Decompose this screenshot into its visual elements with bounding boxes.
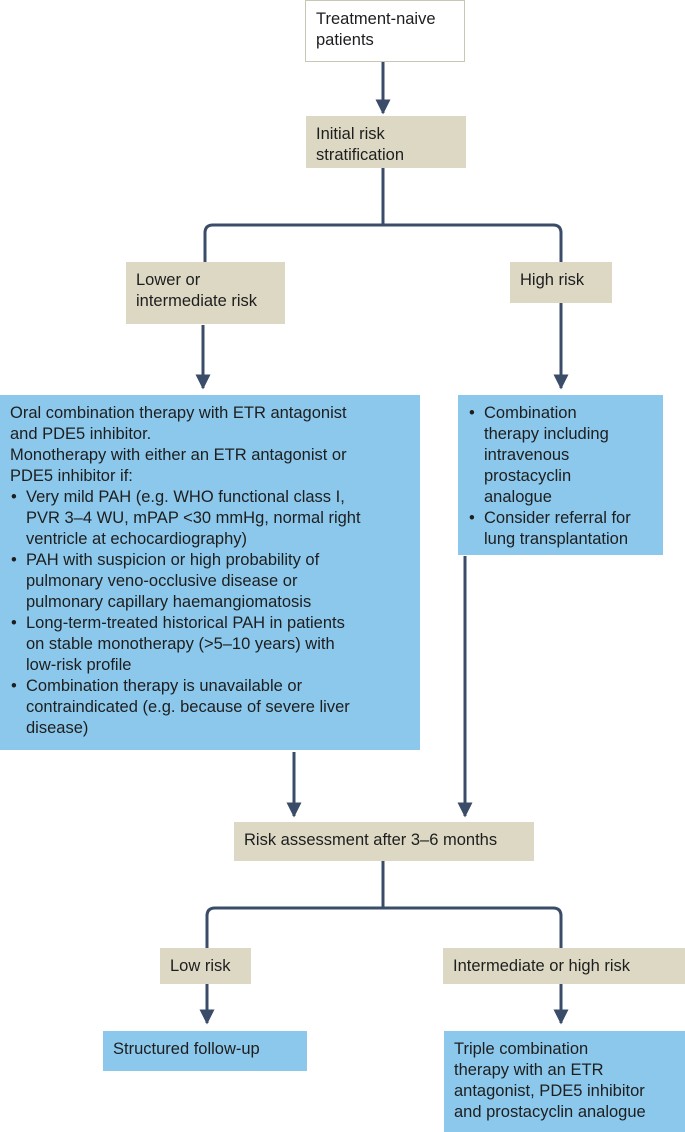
triple-line-3: antagonist, PDE5 inhibitor <box>454 1082 645 1100</box>
lower-bullet-3-line-1: Long-term-treated historical PAH in pati… <box>26 614 345 632</box>
lower-bullet-4-line-3: disease) <box>26 719 89 737</box>
triple-line-2: therapy with an ETR <box>454 1061 604 1079</box>
high-risk-line-1: High risk <box>520 271 585 289</box>
lower-risk-line-2: intermediate risk <box>136 292 258 310</box>
branch-initial-risk <box>203 168 563 262</box>
reassess-node: Risk assessment after 3–6 months <box>234 822 534 861</box>
lower-therapy-bullet-3: Long-term-treated historical PAH in pati… <box>10 613 410 676</box>
low-risk-line-1: Low risk <box>170 957 231 975</box>
lower-therapy-intro-2: and PDE5 inhibitor. <box>10 425 152 443</box>
lower-bullet-1-line-1: Very mild PAH (e.g. WHO functional class… <box>26 488 345 506</box>
high-bullet-1-line-1: Combination <box>484 404 577 422</box>
lower-risk-node: Lower or intermediate risk <box>126 262 285 324</box>
lower-therapy-node: Oral combination therapy with ETR antago… <box>0 395 420 750</box>
lower-therapy-bullet-4: Combination therapy is unavailable or co… <box>10 676 410 739</box>
high-therapy-node: Combination therapy including intravenou… <box>458 395 663 555</box>
int-high-risk-node: Intermediate or high risk <box>443 948 685 984</box>
lower-therapy-bullet-1: Very mild PAH (e.g. WHO functional class… <box>10 487 410 550</box>
triple-node: Triple combination therapy with an ETR a… <box>444 1031 685 1132</box>
lower-risk-line-1: Lower or <box>136 271 201 289</box>
high-bullet-2-line-2: lung transplantation <box>484 530 629 548</box>
low-risk-node: Low risk <box>160 948 251 984</box>
high-bullet-1-line-5: analogue <box>484 488 552 506</box>
lower-bullet-4-line-2: contraindicated (e.g. because of severe … <box>26 698 350 716</box>
initial-risk-node: Initial risk stratification <box>306 116 466 168</box>
triple-line-1: Triple combination <box>454 1040 589 1058</box>
start-line-1: Treatment-naive <box>316 10 436 28</box>
lower-bullet-2-line-2: pulmonary veno-occlusive disease or <box>26 572 298 590</box>
lower-therapy-intro-3: Monotherapy with either an ETR antagonis… <box>10 446 347 464</box>
high-bullet-2-line-1: Consider referral for <box>484 509 631 527</box>
lower-bullet-3-line-3: low-risk profile <box>26 656 132 674</box>
lower-bullet-2-line-1: PAH with suspicion or high probability o… <box>26 551 320 569</box>
high-bullet-1-line-2: therapy including <box>484 425 609 443</box>
high-bullet-1-line-4: prostacyclin <box>484 467 572 485</box>
follow-up-line-1: Structured follow-up <box>113 1040 260 1058</box>
branch-reassess <box>205 860 563 948</box>
high-bullet-1-line-3: intravenous <box>484 446 570 464</box>
int-high-risk-line-1: Intermediate or high risk <box>453 957 630 975</box>
high-therapy-bullet-1: Combination therapy including intravenou… <box>468 403 653 508</box>
lower-bullet-3-line-2: on stable monotherapy (>5–10 years) with <box>26 635 335 653</box>
high-risk-node: High risk <box>510 262 612 303</box>
lower-therapy-intro-4: PDE5 inhibitor if: <box>10 467 133 485</box>
triple-line-4: and prostacyclin analogue <box>454 1103 646 1121</box>
high-therapy-bullets: Combination therapy including intravenou… <box>468 403 653 550</box>
initial-risk-line-1: Initial risk <box>316 125 385 143</box>
lower-therapy-bullets: Very mild PAH (e.g. WHO functional class… <box>10 487 410 739</box>
high-therapy-bullet-2: Consider referral for lung transplantati… <box>468 508 653 550</box>
lower-bullet-4-line-1: Combination therapy is unavailable or <box>26 677 303 695</box>
initial-risk-line-2: stratification <box>316 146 405 164</box>
lower-therapy-bullet-2: PAH with suspicion or high probability o… <box>10 550 410 613</box>
follow-up-node: Structured follow-up <box>103 1031 307 1071</box>
lower-therapy-intro-1: Oral combination therapy with ETR antago… <box>10 404 347 422</box>
start-node: Treatment-naive patients <box>305 0 465 62</box>
lower-bullet-1-line-2: PVR 3–4 WU, mPAP <30 mmHg, normal right <box>26 509 361 527</box>
lower-bullet-2-line-3: pulmonary capillary haemangiomatosis <box>26 593 312 611</box>
reassess-line-1: Risk assessment after 3–6 months <box>244 831 498 849</box>
start-line-2: patients <box>316 31 374 49</box>
lower-bullet-1-line-3: ventricle at echocardiography) <box>26 530 248 548</box>
